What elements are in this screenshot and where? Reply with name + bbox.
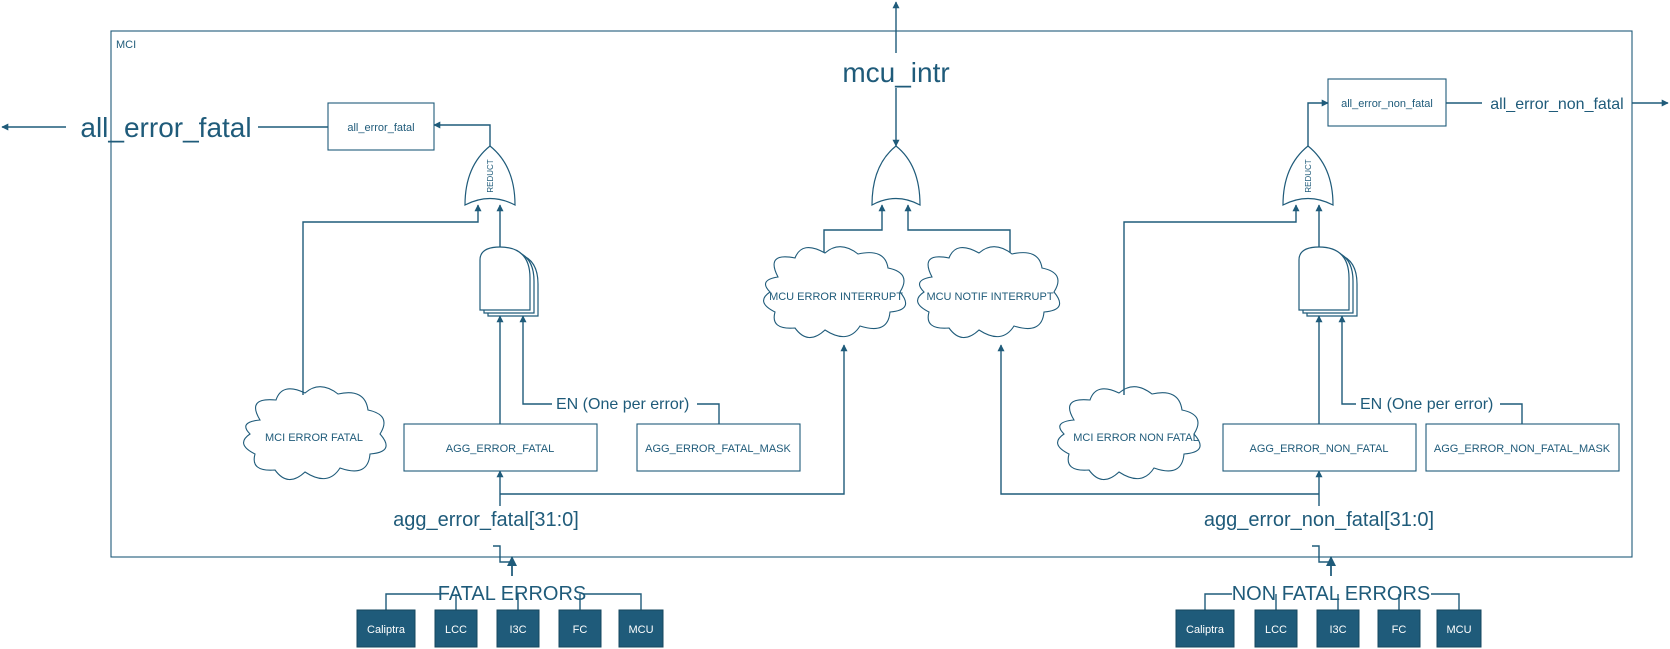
non-fatal-source-lcc: LCC: [1254, 609, 1298, 648]
all-error-non-fatal-label: all_error_non_fatal: [1490, 96, 1623, 113]
interrupt-connections: [823, 204, 1011, 258]
mcu-intr-output: mcu_intr: [842, 1, 950, 147]
mcu-error-interrupt-cloud: MCU ERROR INTERRUPT: [763, 246, 907, 339]
fatal-source-i3c: I3C: [496, 609, 540, 648]
non-fatal-source-i3c: I3C: [1316, 609, 1360, 648]
mcu-notif-interrupt-label: MCU NOTIF INTERRUPT: [926, 291, 1053, 303]
fatal-reduce-label: REDUCT: [486, 159, 495, 192]
agg-error-fatal-mask-register: AGG_ERROR_FATAL_MASK: [636, 423, 801, 472]
all-error-fatal-register: all_error_fatal: [327, 102, 435, 151]
all-error-fatal-output: all_error_fatal: [1, 112, 328, 143]
non-fatal-reduce-label: REDUCT: [1304, 159, 1313, 192]
svg-text:FC: FC: [1392, 624, 1407, 636]
fatal-source-mcu: MCU: [618, 609, 664, 648]
all-error-fatal-label: all_error_fatal: [80, 112, 251, 143]
fatal-source-lcc: LCC: [434, 609, 478, 648]
mcu-intr-label: mcu_intr: [842, 57, 949, 88]
mci-error-fatal-cloud: MCI ERROR FATAL: [243, 386, 387, 481]
all-error-non-fatal-register: all_error_non_fatal: [1327, 78, 1447, 127]
agg-error-non-fatal-bus-label: agg_error_non_fatal[31:0]: [1204, 509, 1434, 531]
fatal-source-fc: FC: [558, 609, 602, 648]
non-fatal-errors-title: NON FATAL ERRORS: [1232, 583, 1431, 605]
fatal-errors-title: FATAL ERRORS: [438, 583, 587, 605]
mci-error-non-fatal-label: MCI ERROR NON FATAL: [1073, 432, 1199, 444]
agg-error-fatal-bus-label: agg_error_fatal[31:0]: [393, 509, 579, 531]
mcu-notif-interrupt-cloud: MCU NOTIF INTERRUPT: [917, 246, 1061, 339]
all-error-non-fatal-output: all_error_non_fatal: [1446, 96, 1669, 113]
non-fatal-source-mcu: MCU: [1436, 609, 1482, 648]
svg-text:MCU: MCU: [1446, 624, 1471, 636]
all-error-fatal-register-label: all_error_fatal: [347, 122, 414, 134]
agg-error-non-fatal-register: AGG_ERROR_NON_FATAL: [1222, 423, 1417, 472]
non-fatal-sources: Caliptra LCC I3C FC MCU: [1175, 609, 1482, 648]
mci-container: MCI: [110, 30, 1633, 558]
svg-text:I3C: I3C: [509, 624, 526, 636]
non-fatal-enable-label: EN (One per error): [1360, 396, 1493, 413]
svg-text:FC: FC: [573, 624, 588, 636]
fatal-sources: Caliptra LCC I3C FC MCU: [356, 609, 664, 648]
svg-text:LCC: LCC: [445, 624, 467, 636]
mcu-intr-or-gate: [871, 145, 921, 207]
agg-error-fatal-mask-label: AGG_ERROR_FATAL_MASK: [645, 443, 791, 455]
mci-error-non-fatal-cloud: MCI ERROR NON FATAL: [1057, 386, 1201, 481]
agg-error-non-fatal-mask-register: AGG_ERROR_NON_FATAL_MASK: [1425, 423, 1620, 472]
fatal-reduce-gate: REDUCT: [464, 145, 516, 206]
fatal-enable-label: EN (One per error): [556, 396, 689, 413]
non-fatal-and-gate: [1298, 246, 1358, 317]
svg-text:Caliptra: Caliptra: [1186, 624, 1225, 636]
agg-error-fatal-register: AGG_ERROR_FATAL: [403, 423, 598, 472]
agg-error-non-fatal-mask-label: AGG_ERROR_NON_FATAL_MASK: [1434, 443, 1611, 455]
agg-error-fatal-label: AGG_ERROR_FATAL: [446, 443, 554, 455]
svg-text:I3C: I3C: [1329, 624, 1346, 636]
non-fatal-source-fc: FC: [1377, 609, 1421, 648]
svg-text:MCU: MCU: [628, 624, 653, 636]
fatal-source-caliptra: Caliptra: [356, 609, 416, 648]
mci-error-fatal-label: MCI ERROR FATAL: [265, 432, 363, 444]
svg-text:LCC: LCC: [1265, 624, 1287, 636]
mcu-error-interrupt-label: MCU ERROR INTERRUPT: [769, 291, 903, 303]
fatal-and-gate: [479, 246, 539, 317]
all-error-non-fatal-register-label: all_error_non_fatal: [1341, 98, 1433, 110]
non-fatal-source-caliptra: Caliptra: [1175, 609, 1235, 648]
agg-error-non-fatal-label: AGG_ERROR_NON_FATAL: [1250, 443, 1389, 455]
container-label: MCI: [116, 39, 136, 51]
non-fatal-reduce-gate: REDUCT: [1282, 145, 1334, 206]
svg-text:Caliptra: Caliptra: [367, 624, 406, 636]
